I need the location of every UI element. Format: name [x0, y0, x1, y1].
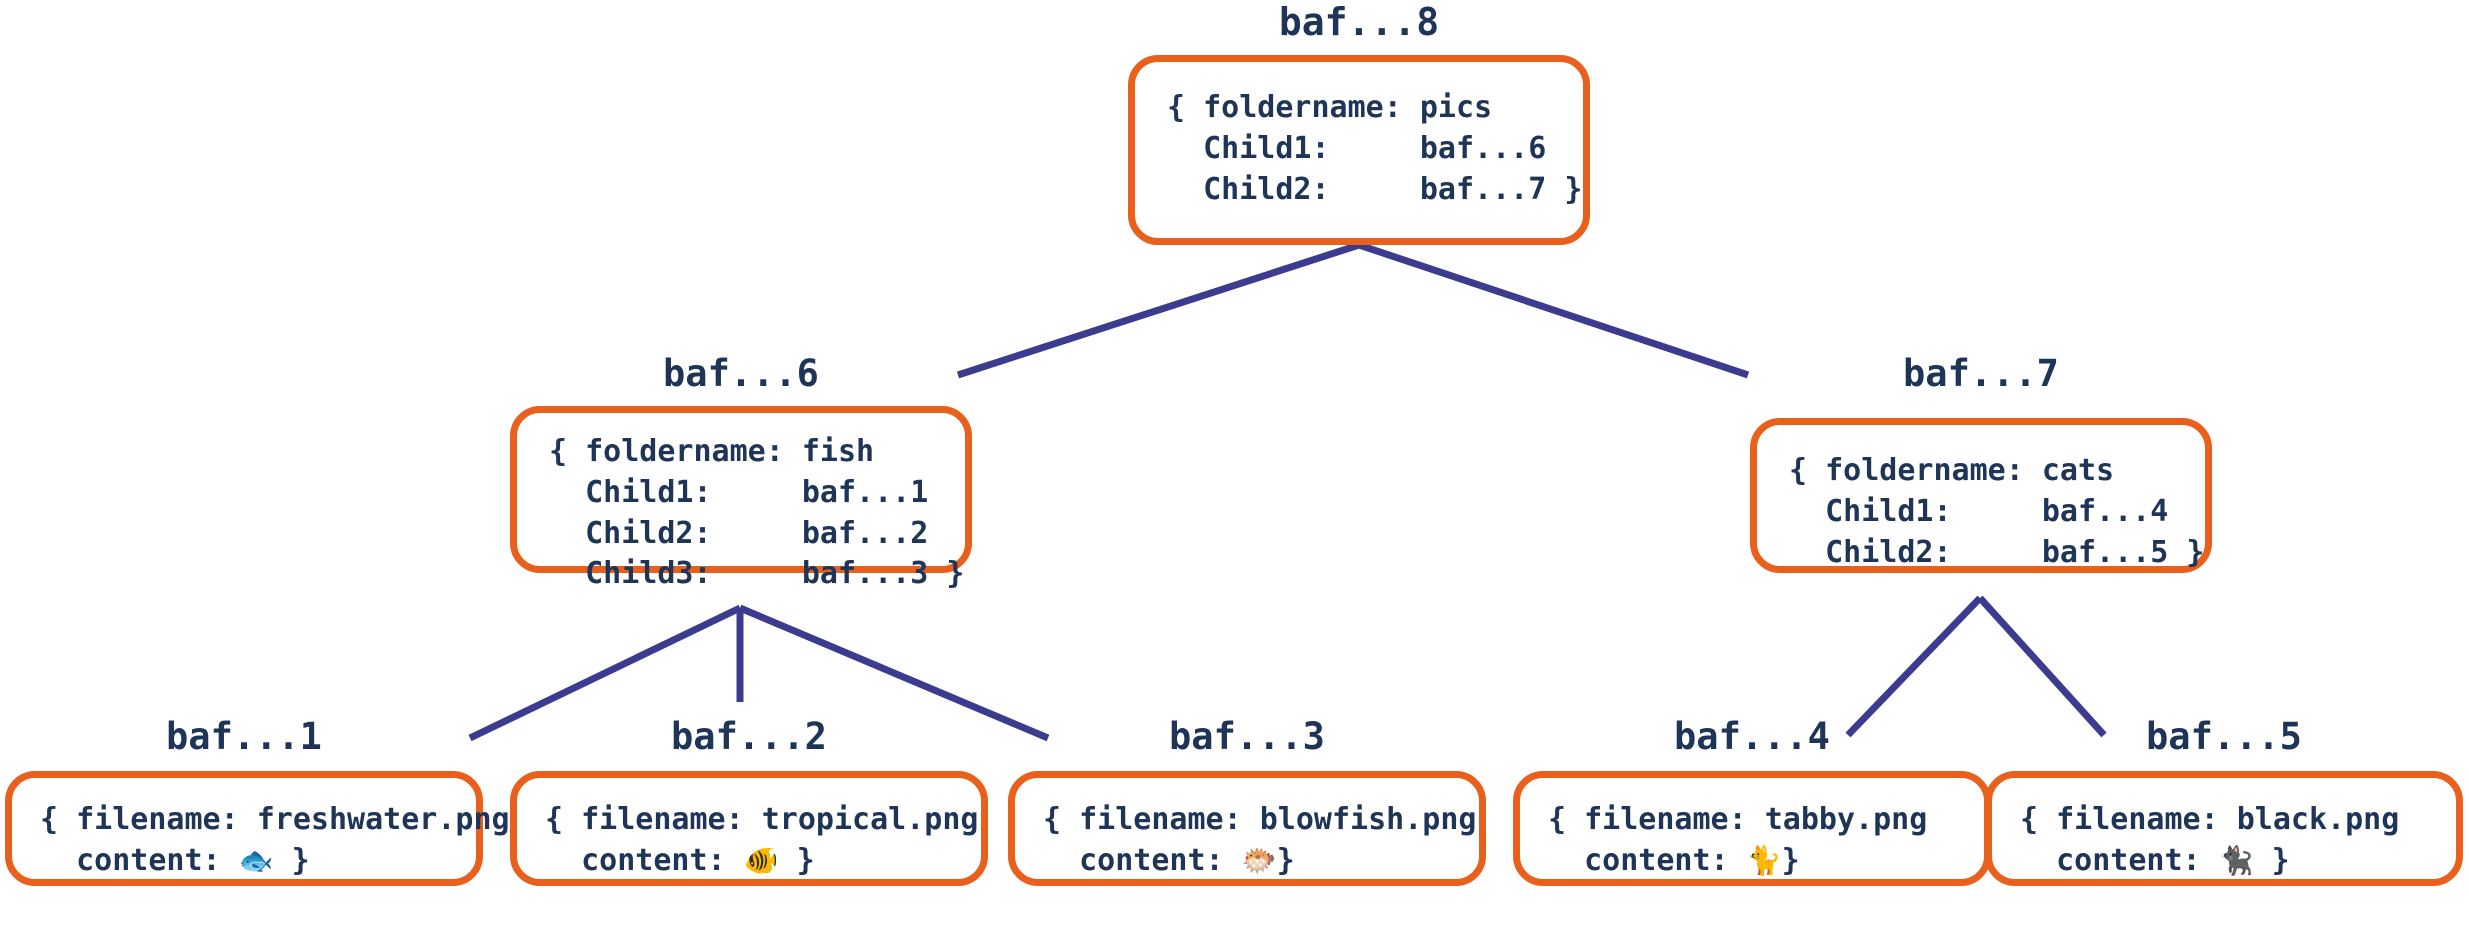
node-baf-1-box[interactable]: { filename: freshwater.png content: 🐟 } [5, 771, 510, 886]
node-baf-6-line-2: Child1: baf...1 [549, 474, 929, 510]
node-baf-3-box[interactable]: { filename: blowfish.png content: 🐡} [1008, 771, 1486, 886]
node-baf-2-content-prefix: content: [545, 842, 744, 878]
black-cat-emoji: 🐈‍⬛ [2218, 843, 2254, 877]
node-baf-6-line-1: { foldername: fish [549, 434, 875, 469]
node-baf-8-line-1: { foldername: pics [1167, 90, 1493, 125]
node-baf-8[interactable]: baf...8 { foldername: pics Child1: baf..… [1128, 0, 1590, 250]
node-baf-3-content-suffix: } [1276, 842, 1295, 878]
node-baf-6-box[interactable]: { foldername: fish Child1: baf...1 Child… [510, 406, 972, 591]
node-baf-5-filename-line: { filename: black.png [2020, 802, 2400, 837]
node-baf-3-filename-line: { filename: blowfish.png [1043, 802, 1477, 837]
edge-baf8-to-baf6 [956, 241, 1361, 379]
node-baf-7[interactable]: baf...7 { foldername: cats Child1: baf..… [1750, 352, 2212, 610]
node-baf-6[interactable]: baf...6 { foldername: fish Child1: baf..… [510, 352, 972, 610]
edge-baf8-to-baf7 [1357, 241, 1750, 379]
node-baf-8-line-3: Child2: baf...7 } [1167, 171, 1583, 207]
node-baf-6-label: baf...6 [663, 352, 819, 395]
node-baf-2-label: baf...2 [671, 715, 827, 758]
node-baf-3-label: baf...3 [1169, 715, 1325, 758]
node-baf-8-box[interactable]: { foldername: pics Child1: baf...6 Child… [1128, 55, 1590, 245]
node-baf-4-filename-line: { filename: tabby.png [1548, 802, 1928, 837]
node-baf-5-label: baf...5 [2146, 715, 2302, 758]
node-baf-4-content-line: content: 🐈} [1548, 841, 1984, 882]
fish-emoji: 🐟 [238, 843, 274, 877]
node-baf-1-content-line: content: 🐟 } [40, 841, 476, 882]
node-baf-6-line-3: Child2: baf...2 [549, 515, 929, 551]
node-baf-4-content-prefix: content: [1548, 842, 1747, 878]
node-baf-4-box[interactable]: { filename: tabby.png content: 🐈} [1513, 771, 1991, 886]
node-baf-2-content-line: content: 🐠 } [545, 841, 981, 882]
tropical-fish-emoji: 🐠 [743, 843, 779, 877]
node-baf-4-content-suffix: } [1781, 842, 1800, 878]
node-baf-7-line-2: Child1: baf...4 [1789, 493, 2169, 529]
node-baf-8-line-2: Child1: baf...6 [1167, 130, 1547, 166]
node-baf-7-label: baf...7 [1903, 352, 2059, 395]
node-baf-3-content-line: content: 🐡} [1043, 841, 1479, 882]
node-baf-5-content-prefix: content: [2020, 842, 2219, 878]
node-baf-1-content-suffix: } [273, 842, 310, 878]
node-baf-2-box[interactable]: { filename: tropical.png content: 🐠 } [510, 771, 988, 886]
node-baf-1-label: baf...1 [166, 715, 322, 758]
node-baf-7-line-1: { foldername: cats [1789, 453, 2115, 488]
node-baf-5-box[interactable]: { filename: black.png content: 🐈‍⬛ } [1985, 771, 2463, 886]
node-baf-6-line-4: Child3: baf...3 } [549, 556, 965, 592]
node-baf-5-content-suffix: } [2253, 842, 2290, 878]
node-baf-8-label: baf...8 [1278, 0, 1440, 44]
node-baf-7-line-3: Child2: baf...5 } [1789, 534, 2205, 570]
cat-emoji: 🐈 [1746, 843, 1782, 877]
node-baf-2-content-suffix: } [778, 842, 815, 878]
node-baf-3-content-prefix: content: [1043, 842, 1242, 878]
node-baf-4-label: baf...4 [1674, 715, 1830, 758]
node-baf-1-filename-line: { filename: freshwater.png [40, 802, 510, 837]
node-baf-2-filename-line: { filename: tropical.png [545, 802, 979, 837]
node-baf-5-content-line: content: 🐈‍⬛ } [2020, 841, 2456, 882]
node-baf-7-box[interactable]: { foldername: cats Child1: baf...4 Child… [1750, 418, 2212, 573]
node-baf-1-content-prefix: content: [40, 842, 239, 878]
blowfish-emoji: 🐡 [1241, 843, 1277, 877]
